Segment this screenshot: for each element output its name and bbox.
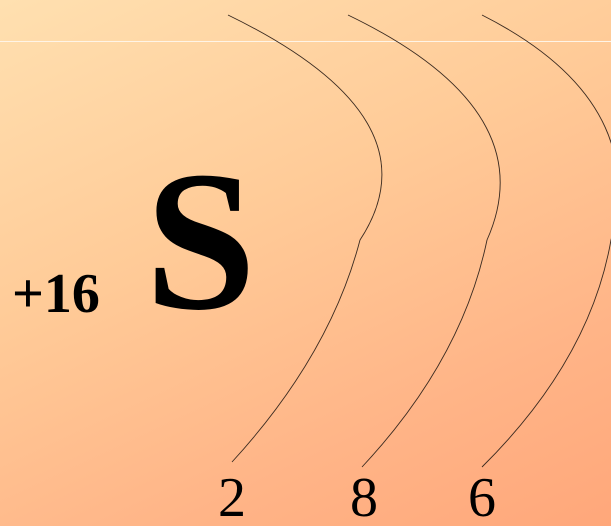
shell-arc-3 (481, 14, 611, 468)
nuclear-charge: +16 (12, 263, 100, 325)
shell-2-electron-count: 8 (350, 467, 378, 526)
shell-arc-2 (347, 14, 501, 468)
shell-arc-1 (227, 14, 383, 463)
shell-1-electron-count: 2 (218, 467, 246, 526)
shell-3-electron-count: 6 (468, 467, 496, 526)
header-divider (0, 41, 611, 42)
element-symbol: S (145, 131, 257, 352)
